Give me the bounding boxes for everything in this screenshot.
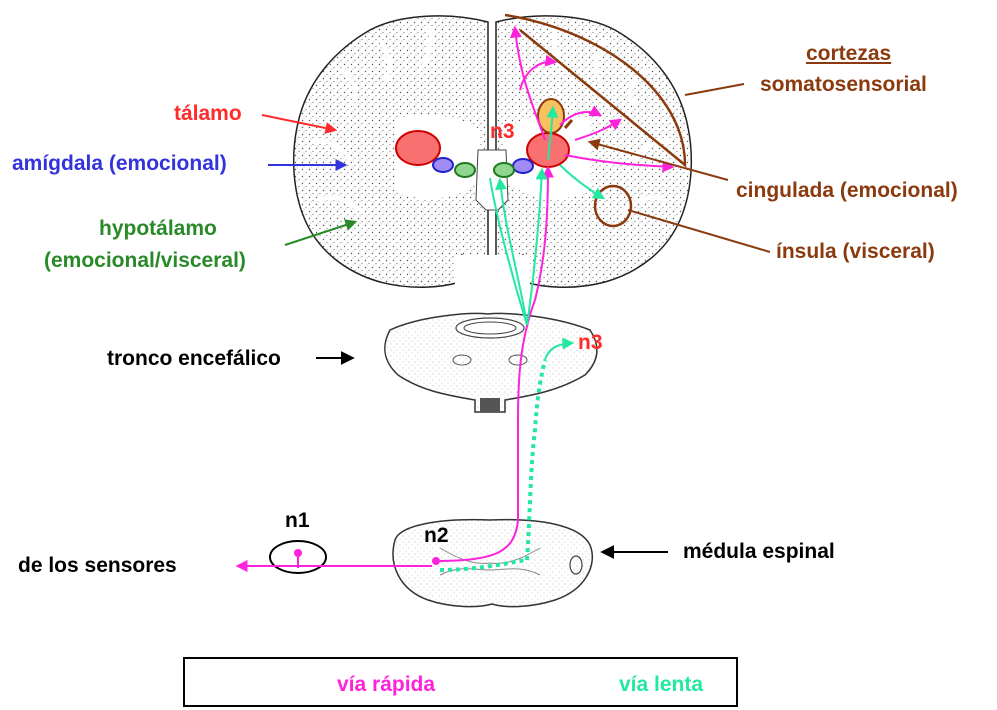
n1-ganglion [269, 540, 327, 574]
thalamus-pointer [261, 114, 338, 134]
hypothalamus-right-nucleus [493, 162, 515, 178]
brainstem-section [384, 312, 598, 413]
hypothalamus-left-nucleus [454, 162, 476, 178]
cortices-title-label: cortezas [806, 42, 892, 65]
n2-label: n2 [424, 524, 449, 547]
fast-pathway [235, 25, 675, 572]
cingulate-link-line [563, 119, 574, 129]
brain-coronal-section [292, 15, 693, 288]
legend-fast-label: vía rápida [337, 673, 436, 696]
somatosensory-label: somatosensorial [760, 73, 927, 96]
legend-slow-label: vía lenta [619, 673, 704, 696]
amygdala-left-nucleus [432, 157, 454, 173]
insula-pointer [627, 209, 771, 253]
n3-cortex-label: n3 [490, 120, 515, 143]
hypothalamus-pointer [284, 219, 358, 246]
spinal-cord-label: médula espinal [683, 540, 835, 563]
sensors-label: de los sensores [18, 554, 177, 577]
insula-region [593, 184, 633, 228]
spinal-cord-section [392, 518, 594, 608]
n1-label: n1 [285, 509, 310, 532]
amygdala-label: amígdala (emocional) [12, 152, 227, 175]
hypothalamus-label-line2: (emocional/visceral) [44, 249, 246, 272]
cortices-pointer [684, 83, 745, 96]
somatosensory-cortex-arc [504, 13, 687, 168]
hypothalamus-label-line1: hypotálamo [99, 217, 217, 240]
thalamus-label: tálamo [174, 102, 242, 125]
slow-pathway [439, 105, 606, 572]
thalamus-left-nucleus [395, 130, 441, 166]
n3-brainstem-label: n3 [578, 331, 603, 354]
brainstem-label: tronco encefálico [107, 347, 281, 370]
n1-neuron-body [294, 549, 302, 557]
cingulate-label: cingulada (emocional) [736, 179, 958, 202]
amygdala-right-nucleus [512, 158, 534, 174]
insula-label: ínsula (visceral) [776, 240, 935, 263]
thalamus-right-nucleus [526, 132, 570, 168]
legend-box [183, 657, 738, 707]
cingulate-pointer [587, 138, 729, 181]
